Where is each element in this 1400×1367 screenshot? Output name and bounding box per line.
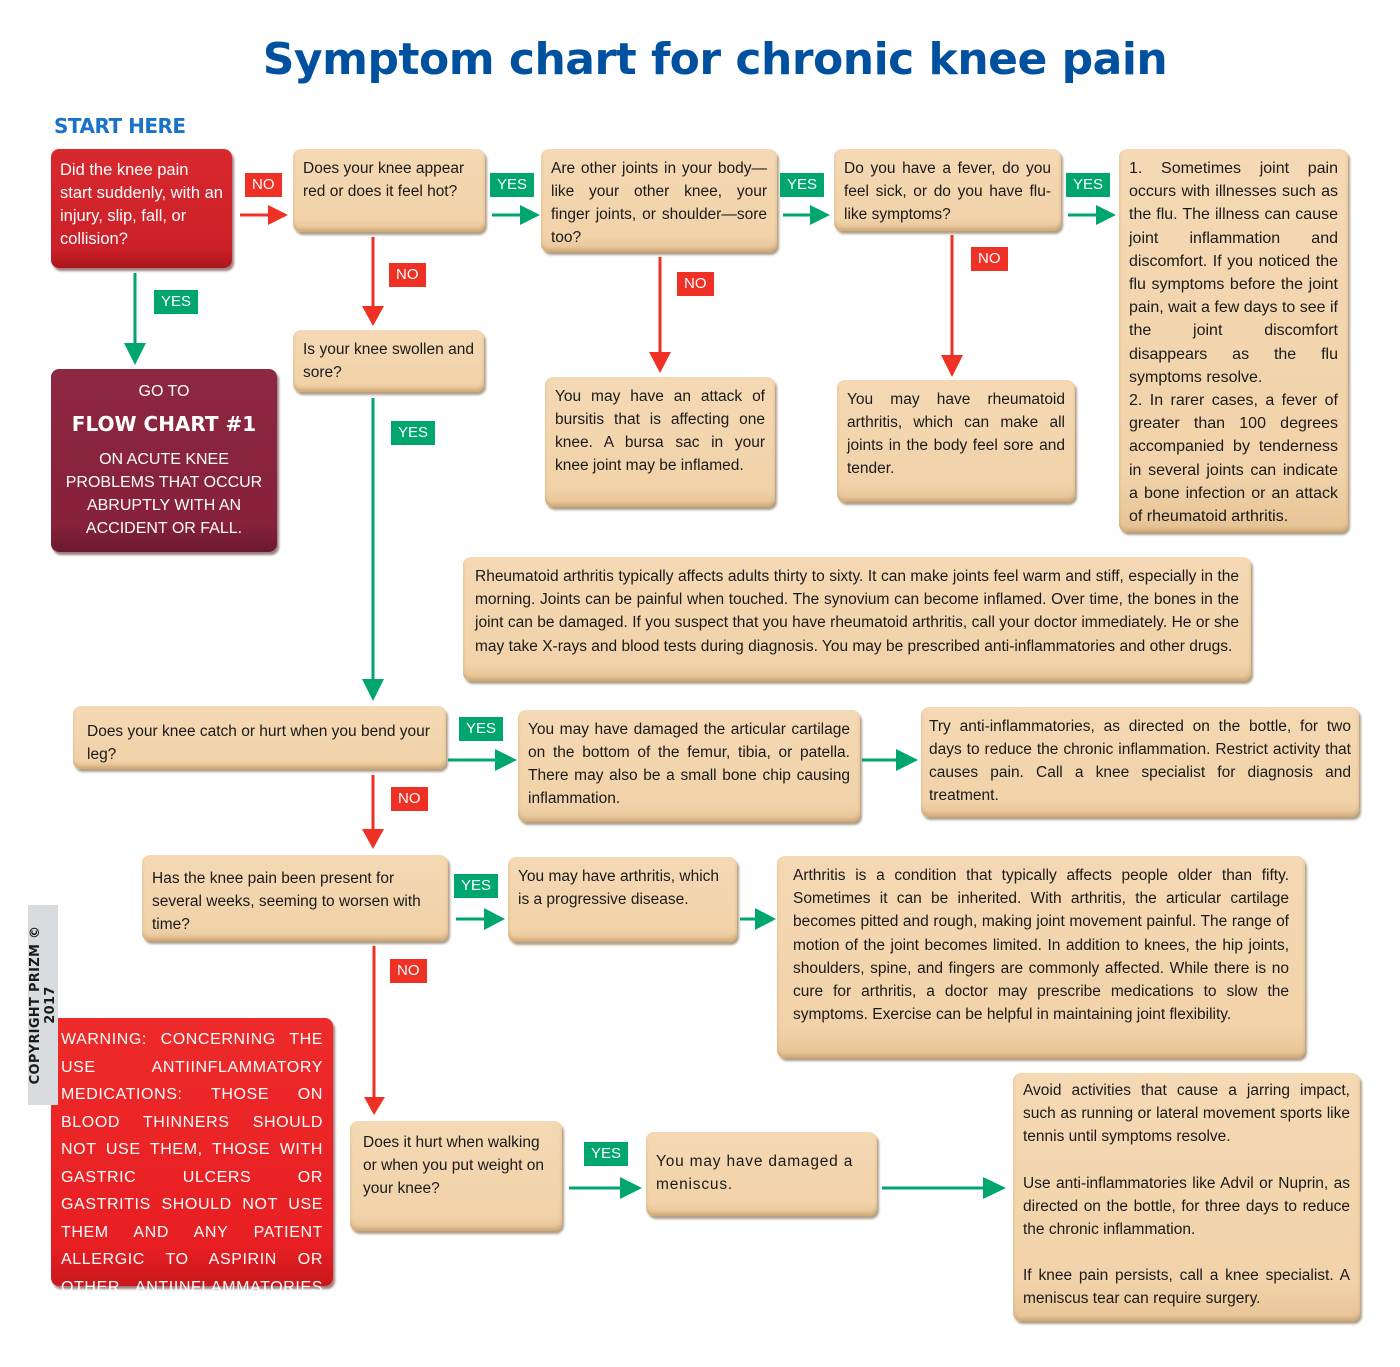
rheumatoid-info-text: Rheumatoid arthritis typically affects a… xyxy=(475,568,1239,655)
arrow-yes-catch-to-cartilage xyxy=(448,749,517,771)
answer-arthritis-text: You may have arthritis, which is a progr… xyxy=(518,868,720,908)
yes-tag: YES xyxy=(780,173,825,197)
arrow-no-sudden-to-redhot xyxy=(240,205,288,225)
question-swollen: Is your knee swollen and sore? xyxy=(293,330,484,392)
answer-cartilage-text: You may have damaged the articular carti… xyxy=(528,721,850,807)
arrow-yes-joints-to-fever xyxy=(783,205,830,225)
goto-label: GO TO xyxy=(138,383,190,400)
answer-rheumatoid-text: You may have rheumatoid arthritis, which… xyxy=(847,391,1065,477)
no-tag: NO xyxy=(390,959,427,983)
question-fever-text: Do you have a fever, do you feel sick, o… xyxy=(844,160,1051,223)
rheumatoid-info-box: Rheumatoid arthritis typically affects a… xyxy=(463,557,1251,681)
answer-bursitis-text: You may have an attack of bursitis that … xyxy=(555,388,765,474)
treatment-cartilage-text: Try anti-inflammatories, as directed on … xyxy=(929,718,1351,804)
yes-tag: YES xyxy=(584,1142,629,1166)
question-weeks-text: Has the knee pain been present for sever… xyxy=(152,870,421,933)
question-sudden-onset: Did the knee pain start suddenly, with a… xyxy=(51,149,232,268)
flu-info-point-1: 1. Sometimes joint pain occurs with illn… xyxy=(1129,160,1338,386)
arrow-arthritis-to-info xyxy=(740,908,776,930)
arrow-yes-sudden-to-goto xyxy=(124,273,146,365)
treatment-meniscus: Avoid activities that cause a jarring im… xyxy=(1013,1073,1360,1321)
arrow-yes-redhot-to-joints xyxy=(492,205,540,225)
treatment-cartilage: Try anti-inflammatories, as directed on … xyxy=(921,707,1359,817)
no-tag: NO xyxy=(677,272,714,296)
answer-bursitis: You may have an attack of bursitis that … xyxy=(545,377,775,507)
question-weeks: Has the knee pain been present for sever… xyxy=(142,855,448,941)
answer-meniscus-text: You may have damaged a meniscus. xyxy=(656,1153,854,1193)
yes-tag: YES xyxy=(454,874,499,898)
question-fever: Do you have a fever, do you feel sick, o… xyxy=(834,149,1061,231)
flu-info-point-2: 2. In rarer cases, a fever of greater th… xyxy=(1129,392,1338,526)
meniscus-advice-2: Use anti-inflammatories like Advil or Nu… xyxy=(1023,1174,1350,1239)
arrow-no-catch-to-weeks xyxy=(362,775,384,849)
arrow-yes-fever-to-flu xyxy=(1068,205,1116,225)
arrow-yes-weeks-to-arthritis xyxy=(456,908,505,930)
yes-tag: YES xyxy=(1066,173,1111,197)
yes-tag: YES xyxy=(391,421,436,445)
start-here-label: START HERE xyxy=(54,114,186,138)
question-red-hot: Does your knee appear red or does it fee… xyxy=(293,149,485,232)
no-tag: NO xyxy=(391,787,428,811)
answer-cartilage: You may have damaged the articular carti… xyxy=(518,710,860,822)
question-other-joints: Are other joints in your body—like your … xyxy=(541,149,777,252)
no-tag: NO xyxy=(245,173,282,197)
answer-meniscus: You may have damaged a meniscus. xyxy=(646,1132,877,1216)
question-walking-text: Does it hurt when walking or when you pu… xyxy=(363,1134,544,1197)
yes-tag: YES xyxy=(490,173,535,197)
arrow-no-fever-to-rheumatoid xyxy=(941,235,963,377)
yes-tag: YES xyxy=(154,290,199,314)
arrow-no-redhot-to-swollen xyxy=(362,237,384,326)
arrow-yes-swollen-to-catch xyxy=(362,398,384,701)
meniscus-advice-1: Avoid activities that cause a jarring im… xyxy=(1023,1082,1350,1146)
answer-rheumatoid: You may have rheumatoid arthritis, which… xyxy=(837,380,1075,502)
warning-text: WARNING: CONCERNING THE USE ANTIINFLAMMA… xyxy=(61,1031,323,1323)
no-tag: NO xyxy=(389,263,426,287)
no-tag: NO xyxy=(971,247,1008,271)
goto-flow-chart-1[interactable]: GO TO FLOW CHART #1 ON ACUTE KNEE PROBLE… xyxy=(51,369,277,552)
question-red-hot-text: Does your knee appear red or does it fee… xyxy=(303,160,465,200)
question-other-joints-text: Are other joints in your body—like your … xyxy=(551,160,767,246)
arrow-meniscus-to-treatment xyxy=(882,1177,1006,1199)
arrow-cartilage-to-treatment xyxy=(862,749,918,771)
warning-box: WARNING: CONCERNING THE USE ANTIINFLAMMA… xyxy=(51,1018,333,1323)
arthritis-info-box: Arthritis is a condition that typically … xyxy=(777,856,1305,1058)
flow-chart-1-link[interactable]: FLOW CHART #1 xyxy=(71,412,257,436)
arrow-yes-walking-to-meniscus xyxy=(569,1177,642,1199)
question-swollen-text: Is your knee swollen and sore? xyxy=(303,341,474,381)
question-catch-text: Does your knee catch or hurt when you be… xyxy=(87,723,430,763)
arrow-no-weeks-to-walking xyxy=(364,946,385,1115)
arrow-no-joints-to-bursitis xyxy=(649,257,671,373)
page-title: Symptom chart for chronic knee pain xyxy=(262,34,1168,85)
answer-arthritis: You may have arthritis, which is a progr… xyxy=(508,857,737,942)
question-catch: Does your knee catch or hurt when you be… xyxy=(73,706,446,769)
question-walking: Does it hurt when walking or when you pu… xyxy=(350,1121,562,1231)
question-sudden-onset-text: Did the knee pain start suddenly, with a… xyxy=(60,161,223,248)
copyright-notice: COPYRIGHT PRIZM © 2017 xyxy=(28,905,58,1105)
arthritis-info-text: Arthritis is a condition that typically … xyxy=(793,867,1289,1024)
goto-description: ON ACUTE KNEE PROBLEMS THAT OCCUR ABRUPT… xyxy=(65,451,263,537)
yes-tag: YES xyxy=(459,717,504,741)
meniscus-advice-3: If knee pain persists, call a knee speci… xyxy=(1023,1267,1350,1308)
flu-info-box: 1. Sometimes joint pain occurs with illn… xyxy=(1119,149,1348,532)
